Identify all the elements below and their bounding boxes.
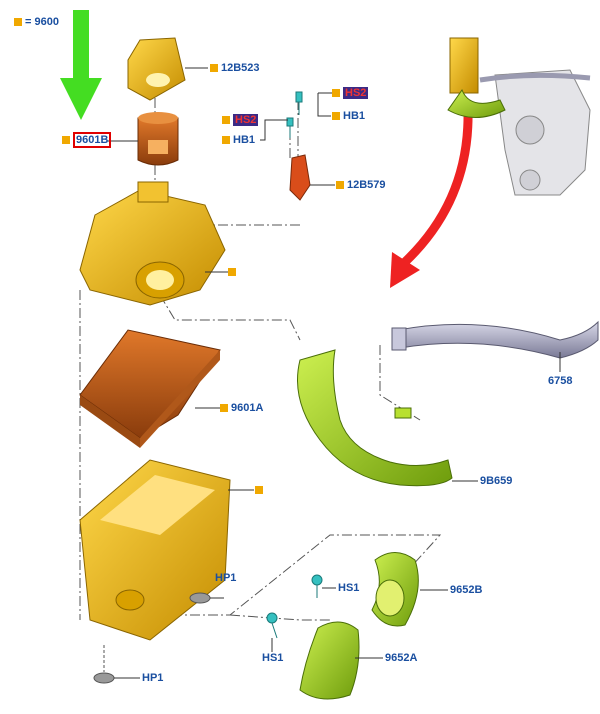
label-lower-housing	[255, 484, 266, 497]
label-hs2-left: HS2	[222, 114, 259, 127]
hp1-pads	[93, 592, 211, 684]
leader-lines	[108, 67, 561, 679]
label-9b659: 9B659	[480, 475, 513, 487]
square-icon	[222, 136, 230, 145]
legend-symbol: =	[25, 16, 32, 28]
square-icon	[255, 486, 263, 495]
label-12b523: 12B523	[210, 62, 260, 75]
label-hb1-right: HB1	[332, 110, 365, 123]
square-icon	[220, 404, 228, 413]
legend-square-icon	[14, 18, 22, 27]
fasteners	[266, 91, 323, 639]
label-9652b: 9652B	[450, 584, 483, 596]
square-icon	[336, 181, 344, 190]
engine-overview	[447, 37, 591, 196]
part-9601b-element	[137, 112, 179, 166]
part-9652b-elbow	[371, 552, 419, 627]
legend: = 9600	[14, 16, 59, 28]
part-12b523-cap	[127, 37, 186, 101]
part-12b579-bracket	[289, 154, 311, 201]
label-6758: 6758	[548, 375, 573, 387]
label-9601b: 9601B	[62, 132, 112, 148]
part-6758-pipe	[391, 320, 599, 359]
label-hp1-upper: HP1	[215, 572, 237, 584]
label-12b579: 12B579	[336, 179, 386, 192]
label-hs1-lower: HS1	[262, 652, 284, 664]
square-icon	[62, 136, 70, 145]
label-hb1-left: HB1	[222, 134, 255, 147]
label-hp1-lower: HP1	[142, 672, 164, 684]
green-arrow	[60, 10, 102, 120]
legend-value: 9600	[34, 16, 59, 28]
label-hs2-top: HS2	[332, 87, 369, 100]
square-icon	[210, 64, 218, 73]
part-9652a-elbow	[299, 621, 360, 700]
red-arrow	[390, 109, 473, 288]
label-hs1-upper: HS1	[338, 582, 360, 594]
square-icon	[332, 112, 340, 121]
part-upper-housing	[79, 181, 226, 306]
part-9601a-filter	[79, 329, 221, 448]
square-icon	[228, 268, 236, 277]
label-9652a: 9652A	[385, 652, 418, 664]
square-icon	[222, 116, 230, 125]
square-icon	[332, 89, 340, 98]
assembly-lines	[79, 98, 442, 621]
label-9601a: 9601A	[220, 402, 263, 415]
part-lower-housing	[79, 459, 231, 641]
label-upper-housing	[228, 266, 239, 279]
part-9b659-hose	[297, 349, 453, 487]
